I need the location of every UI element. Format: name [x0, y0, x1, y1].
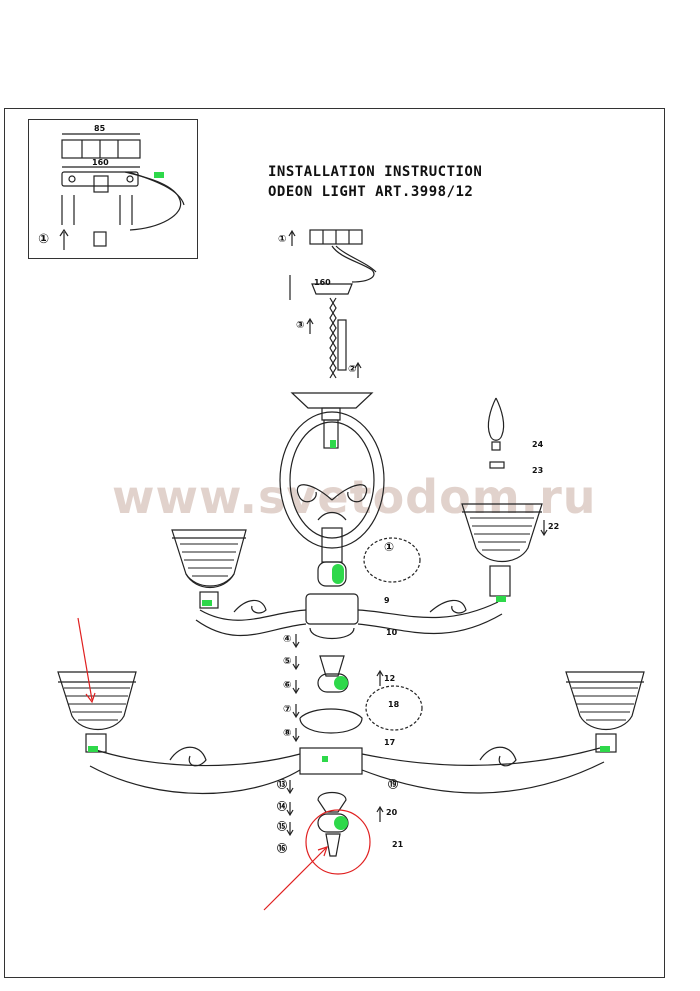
step-8: ⑧ [283, 728, 292, 739]
step-10: 10 [386, 628, 398, 637]
ceiling-canopy [289, 229, 377, 300]
bottom-cup [317, 791, 347, 813]
oval-frame [279, 411, 385, 549]
central-hub [305, 593, 359, 625]
chain-icon [329, 297, 347, 379]
step-16: ⑯ [277, 844, 287, 855]
step-18: 18 [388, 700, 400, 709]
step-23: 23 [532, 466, 544, 475]
step-callout-1: ① [384, 540, 395, 554]
step-9: 9 [384, 596, 390, 605]
step-19: ⑲ [388, 780, 398, 791]
inset-dim-bottom: 160 [92, 158, 109, 167]
step-arrows [286, 229, 548, 837]
step-13: ⑬ [277, 780, 287, 791]
title-line-1: INSTALLATION INSTRUCTION [268, 164, 483, 180]
candle-bulb-icon [487, 397, 505, 469]
step-3: ③ [296, 320, 305, 331]
scroll-left [296, 484, 333, 503]
part-8 [299, 708, 363, 734]
step-22: 22 [548, 522, 560, 531]
step-15: ⑮ [277, 822, 287, 833]
lower-hub [299, 747, 363, 775]
step-12: 12 [384, 674, 396, 683]
step-4: ④ [283, 634, 292, 645]
inset-dim-top: 85 [94, 124, 106, 133]
step-1: ① [278, 234, 287, 245]
upper-arm-right [357, 601, 499, 619]
canopy-dimension: 160 [314, 278, 331, 287]
lampshade-icon [171, 529, 247, 609]
step-20: 20 [386, 808, 398, 817]
instruction-sheet-frame [4, 108, 665, 978]
step-6: ⑥ [283, 680, 292, 691]
upper-arm-left [199, 609, 307, 621]
red-annotations [77, 617, 371, 911]
lower-arm-right [361, 747, 601, 766]
inset-mounting-drawing [59, 133, 185, 250]
lower-arm-left [95, 749, 301, 767]
mounting-detail-inset [28, 119, 198, 259]
shade-hatching [64, 517, 638, 721]
step-7: ⑦ [283, 704, 292, 715]
step-21: 21 [392, 840, 404, 849]
step-14: ⑭ [277, 802, 287, 813]
watermark: www.svetodom.ru [112, 470, 597, 524]
step-5: ⑤ [283, 656, 292, 667]
finial [325, 833, 341, 857]
step-2: ② [348, 364, 357, 375]
step-24: 24 [532, 440, 544, 449]
top-cup [290, 392, 374, 409]
scroll-right [331, 484, 368, 503]
green-accents [88, 172, 610, 830]
step-17: 17 [384, 738, 396, 747]
title-line-2: ODEON LIGHT ART.3998/12 [268, 184, 474, 200]
inset-step-label: ① [38, 232, 50, 247]
lampshade-icon [57, 671, 137, 753]
part-5 [319, 655, 345, 677]
